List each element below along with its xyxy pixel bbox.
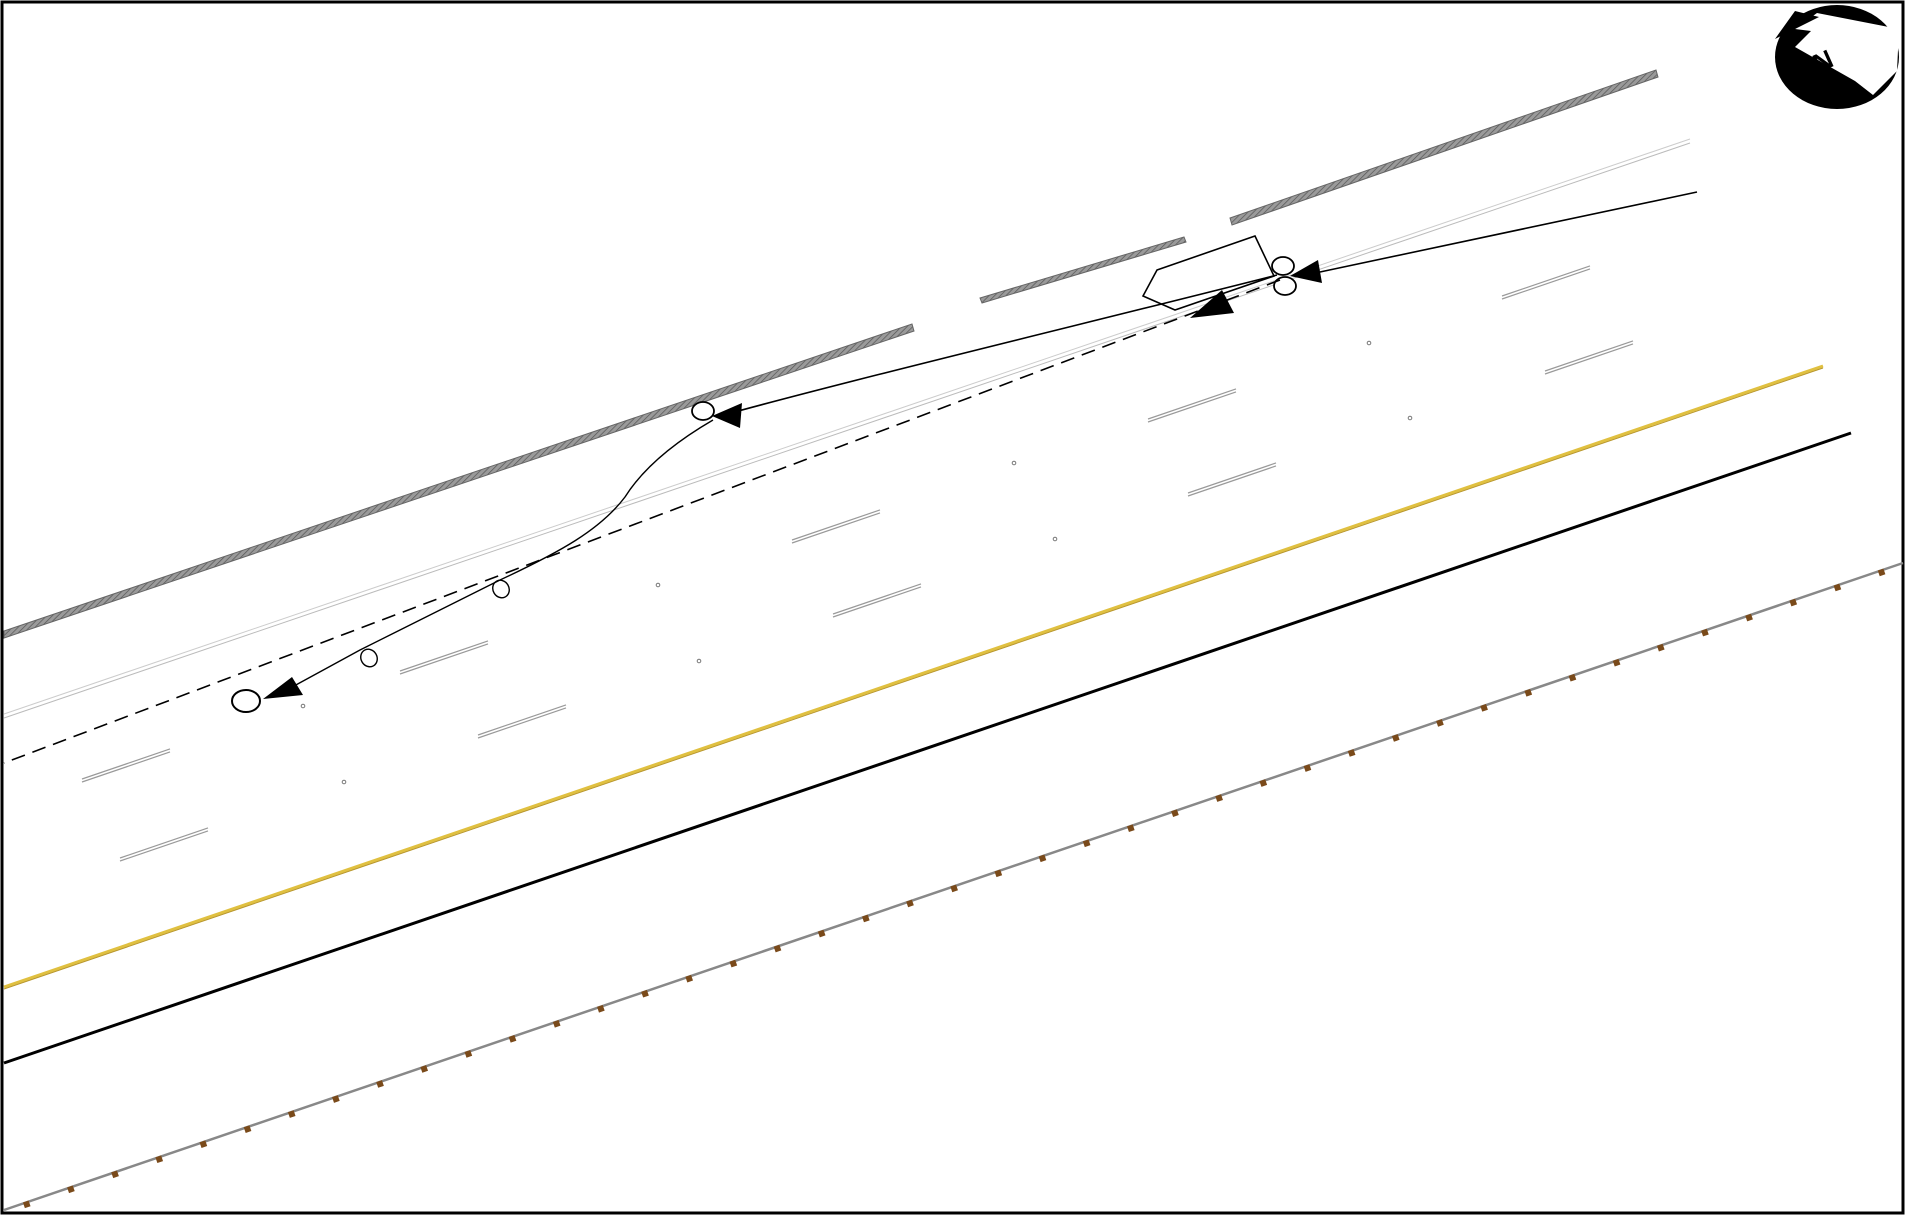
fence-post bbox=[552, 1019, 561, 1028]
edge-line bbox=[3, 431, 1852, 1065]
fence-post bbox=[1126, 824, 1135, 833]
yellow-center-line bbox=[3, 364, 1824, 990]
fence-post bbox=[1391, 734, 1400, 742]
lane-dash bbox=[1187, 465, 1277, 497]
arrowhead-icon bbox=[1190, 290, 1234, 318]
arrowhead-icon bbox=[712, 403, 742, 428]
fence-post bbox=[1215, 794, 1223, 802]
reflector-dot bbox=[1052, 536, 1058, 542]
fence-post bbox=[1436, 719, 1444, 727]
fence-post bbox=[1568, 673, 1577, 682]
fence-post bbox=[1347, 749, 1356, 757]
fence-post bbox=[155, 1155, 164, 1164]
fence-post bbox=[1877, 568, 1886, 577]
lane-dash bbox=[791, 509, 881, 541]
fence-post bbox=[1171, 809, 1179, 817]
arrowhead-icon bbox=[263, 677, 303, 699]
fence-post bbox=[1082, 839, 1091, 848]
fence-post bbox=[1833, 583, 1842, 592]
vehicle-outline bbox=[1141, 235, 1276, 311]
fence-post bbox=[332, 1095, 340, 1103]
impact-point-marker bbox=[1271, 256, 1295, 276]
reflector-dot bbox=[341, 779, 347, 785]
fence-post bbox=[420, 1065, 429, 1073]
lane-dash bbox=[832, 586, 922, 618]
post-impact-trajectory bbox=[719, 274, 1278, 417]
fence-post bbox=[287, 1110, 296, 1118]
lane-dash bbox=[1187, 462, 1277, 494]
lane-dash bbox=[1501, 268, 1591, 300]
lane-dash bbox=[832, 583, 922, 615]
final-rest-marker bbox=[231, 689, 261, 713]
lane-dash bbox=[119, 830, 209, 862]
inner-shoulder-line bbox=[3, 138, 1691, 719]
fence-post bbox=[994, 869, 1003, 878]
roll-marker bbox=[492, 579, 510, 599]
fence-post bbox=[464, 1050, 473, 1058]
fence-post bbox=[1789, 598, 1798, 607]
lane-dash bbox=[1147, 391, 1237, 423]
fence-post bbox=[1612, 658, 1621, 667]
fence-post bbox=[862, 914, 870, 923]
reflector-dot bbox=[1407, 415, 1413, 421]
reflector-dots bbox=[300, 340, 1413, 785]
fence-post bbox=[243, 1125, 252, 1133]
fence-post bbox=[1259, 779, 1268, 787]
fence-post bbox=[508, 1035, 517, 1043]
lane-dash bbox=[477, 704, 567, 736]
lane-dash bbox=[119, 827, 209, 859]
fence-posts bbox=[22, 568, 1886, 1209]
lane-dash bbox=[1501, 265, 1591, 297]
fence-post bbox=[199, 1140, 208, 1148]
fence-post bbox=[1701, 628, 1709, 637]
fence-post bbox=[906, 899, 914, 908]
fence-post bbox=[950, 884, 958, 893]
lane-dash bbox=[81, 748, 171, 780]
lane-dash bbox=[399, 640, 489, 672]
post-impact-trajectory bbox=[282, 419, 714, 693]
fence-post bbox=[597, 1004, 605, 1013]
fence-post bbox=[111, 1170, 119, 1179]
fence-post bbox=[641, 989, 649, 998]
fence-post bbox=[729, 959, 738, 968]
lane-dash bbox=[81, 751, 171, 783]
fence-post bbox=[1480, 704, 1488, 712]
reflector-dot bbox=[300, 703, 306, 709]
fence-post bbox=[1303, 764, 1312, 772]
reflector-dot bbox=[1011, 460, 1017, 466]
lane-dash bbox=[1544, 340, 1634, 372]
roll-marker bbox=[360, 648, 378, 668]
lane-dash bbox=[1147, 388, 1237, 420]
barrier-segment bbox=[1229, 69, 1659, 226]
fence-post bbox=[1656, 643, 1665, 652]
lane-dash bbox=[399, 643, 489, 675]
fence-post bbox=[1038, 854, 1047, 863]
lane-dash bbox=[1544, 343, 1634, 375]
barrier-segment bbox=[979, 236, 1187, 304]
fence-post bbox=[1745, 613, 1753, 622]
fence-post bbox=[376, 1080, 384, 1088]
barrier-segment bbox=[3, 323, 915, 639]
reflector-dot bbox=[696, 658, 702, 664]
fence-post bbox=[67, 1185, 75, 1194]
fence-post bbox=[22, 1200, 31, 1209]
roll-marker bbox=[691, 401, 715, 421]
north-arrow-icon bbox=[1775, 5, 1899, 109]
reflector-dot bbox=[1366, 340, 1372, 346]
fence-post bbox=[773, 944, 782, 953]
lane-dash bbox=[477, 707, 567, 739]
median-barrier bbox=[3, 69, 1659, 639]
fence-post bbox=[817, 929, 826, 938]
impact-point-marker bbox=[1273, 276, 1297, 296]
fence-post bbox=[685, 974, 693, 983]
dashed-trajectory bbox=[3, 279, 1281, 764]
arrowhead-icon bbox=[1290, 260, 1322, 283]
fence-post bbox=[1524, 688, 1533, 697]
lane-dash bbox=[791, 512, 881, 544]
reflector-dot bbox=[655, 582, 661, 588]
lane-dashes bbox=[81, 265, 1634, 862]
pre-impact-path bbox=[1319, 191, 1698, 273]
